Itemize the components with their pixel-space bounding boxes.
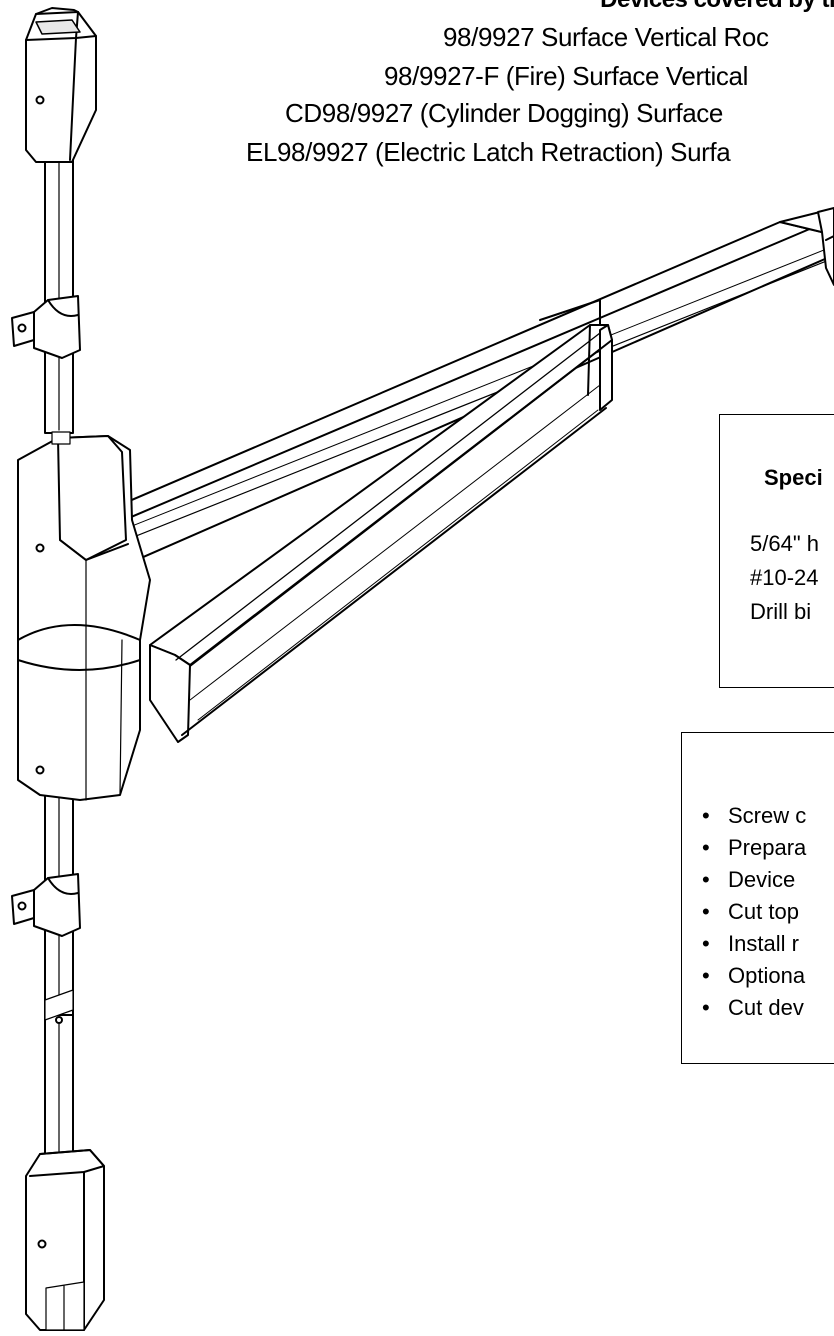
tool-item-2: #10-24 <box>750 565 819 590</box>
bullet-icon: • <box>702 995 710 1020</box>
contents-item: •Prepara <box>702 835 807 860</box>
contents-item: •Install r <box>702 931 799 956</box>
tool-item-1: 5/64" h <box>750 531 819 556</box>
model-line-4: EL98/9927 (Electric Latch Retraction) Su… <box>246 137 731 167</box>
bullet-icon: • <box>702 803 710 828</box>
bullet-icon: • <box>702 899 710 924</box>
center-case <box>17 431 151 801</box>
contents-item: •Cut top <box>702 899 799 924</box>
tool-item-3: Drill bi <box>750 599 812 624</box>
bullet-icon: • <box>702 931 710 956</box>
header-title: Devices covered by these i <box>600 0 834 14</box>
bottom-rod-guide <box>11 873 81 937</box>
push-pad <box>149 324 613 743</box>
special-tools-box: Speci 5/64" h #10-24 Drill bi <box>719 414 834 688</box>
model-line-1: 98/9927 Surface Vertical Roc <box>443 22 769 52</box>
bottom-vertical-rod <box>44 769 74 1166</box>
bullet-icon: • <box>702 867 710 892</box>
contents-item: •Device <box>702 867 796 892</box>
top-rod-guide <box>11 295 81 359</box>
push-bar-rail <box>117 207 834 566</box>
model-line-2: 98/9927-F (Fire) Surface Vertical <box>384 61 748 91</box>
bottom-latch-housing <box>25 1149 105 1331</box>
model-line-3: CD98/9927 (Cylinder Dogging) Surface <box>285 98 723 128</box>
contents-item: •Cut dev <box>702 995 804 1020</box>
contents-item: •Optiona <box>702 963 806 988</box>
top-latch-housing <box>25 7 97 163</box>
special-tools-title: Speci <box>764 465 823 490</box>
contents-box: •Screw c •Prepara •Device •Cut top •Inst… <box>681 732 834 1064</box>
models-header: Devices covered by these i 98/9927 Surfa… <box>0 0 834 200</box>
bullet-icon: • <box>702 835 710 860</box>
contents-item: •Screw c <box>702 803 807 828</box>
bullet-icon: • <box>702 963 710 988</box>
